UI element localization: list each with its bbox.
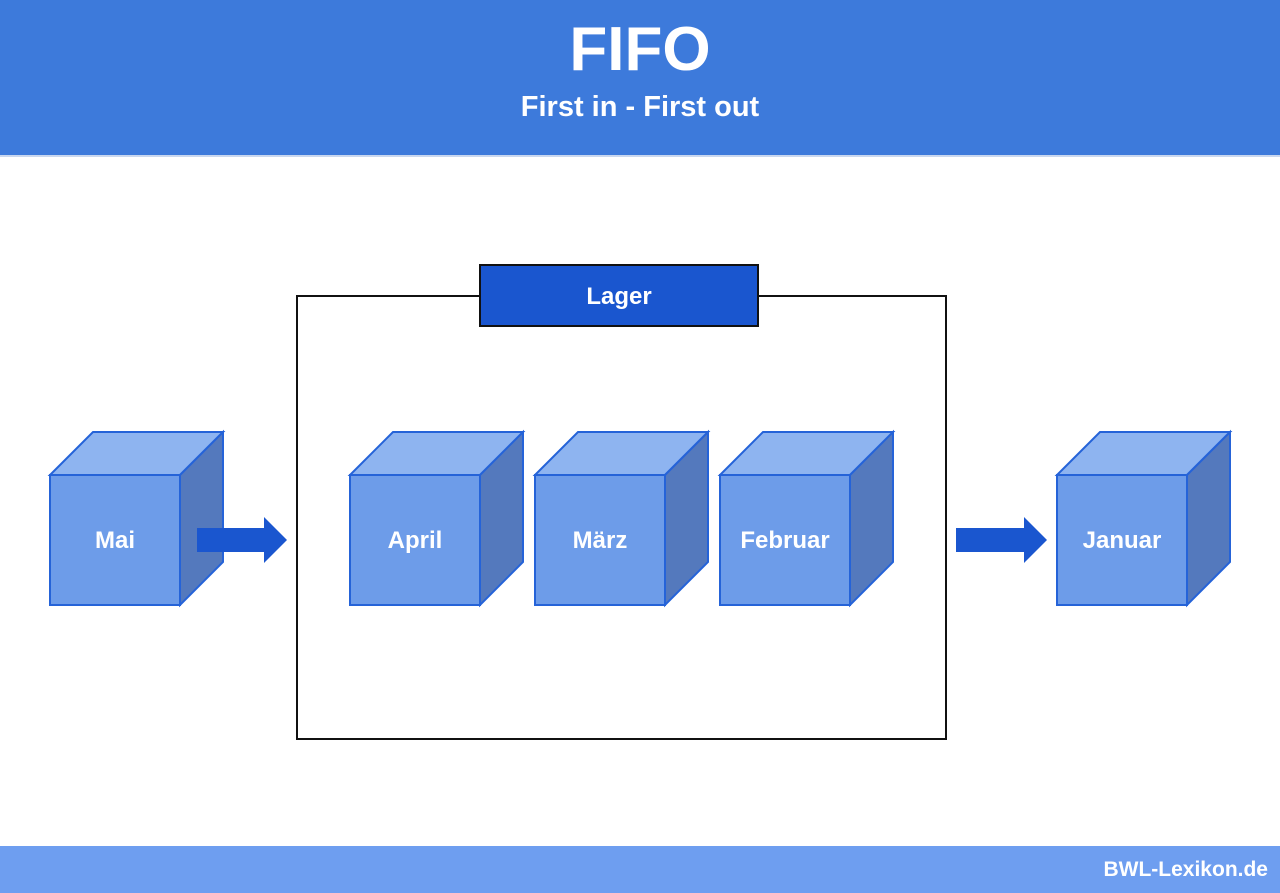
footer-bar: BWL-Lexikon.de — [0, 846, 1280, 893]
cube-incoming: Mai — [47, 429, 226, 608]
footer-brand: BWL-Lexikon.de — [1103, 858, 1268, 881]
header-banner: FIFO First in - First out — [0, 0, 1280, 157]
cube-outgoing: Januar — [1054, 429, 1233, 608]
cube-stored-1: April — [347, 429, 526, 608]
cube-stored-3: Februar — [717, 429, 896, 608]
page-title: FIFO — [569, 15, 711, 84]
cube-label-stored-3: Februar — [740, 527, 829, 554]
storage-label: Lager — [586, 283, 651, 310]
cube-stored-2: März — [532, 429, 711, 608]
cube-front-face — [349, 474, 481, 606]
cube-front-face — [1056, 474, 1188, 606]
page-subtitle: First in - First out — [520, 91, 760, 123]
arrow-in-icon — [197, 517, 287, 563]
cube-front-face — [534, 474, 666, 606]
arrow-out-icon — [956, 517, 1047, 563]
cube-label-stored-1: April — [388, 527, 443, 554]
cube-front-face — [719, 474, 851, 606]
cube-label-stored-2: März — [573, 527, 628, 554]
storage-label-box — [479, 264, 759, 327]
cube-front-face — [49, 474, 181, 606]
cube-label-incoming: Mai — [95, 527, 135, 554]
cube-label-outgoing: Januar — [1083, 527, 1162, 554]
